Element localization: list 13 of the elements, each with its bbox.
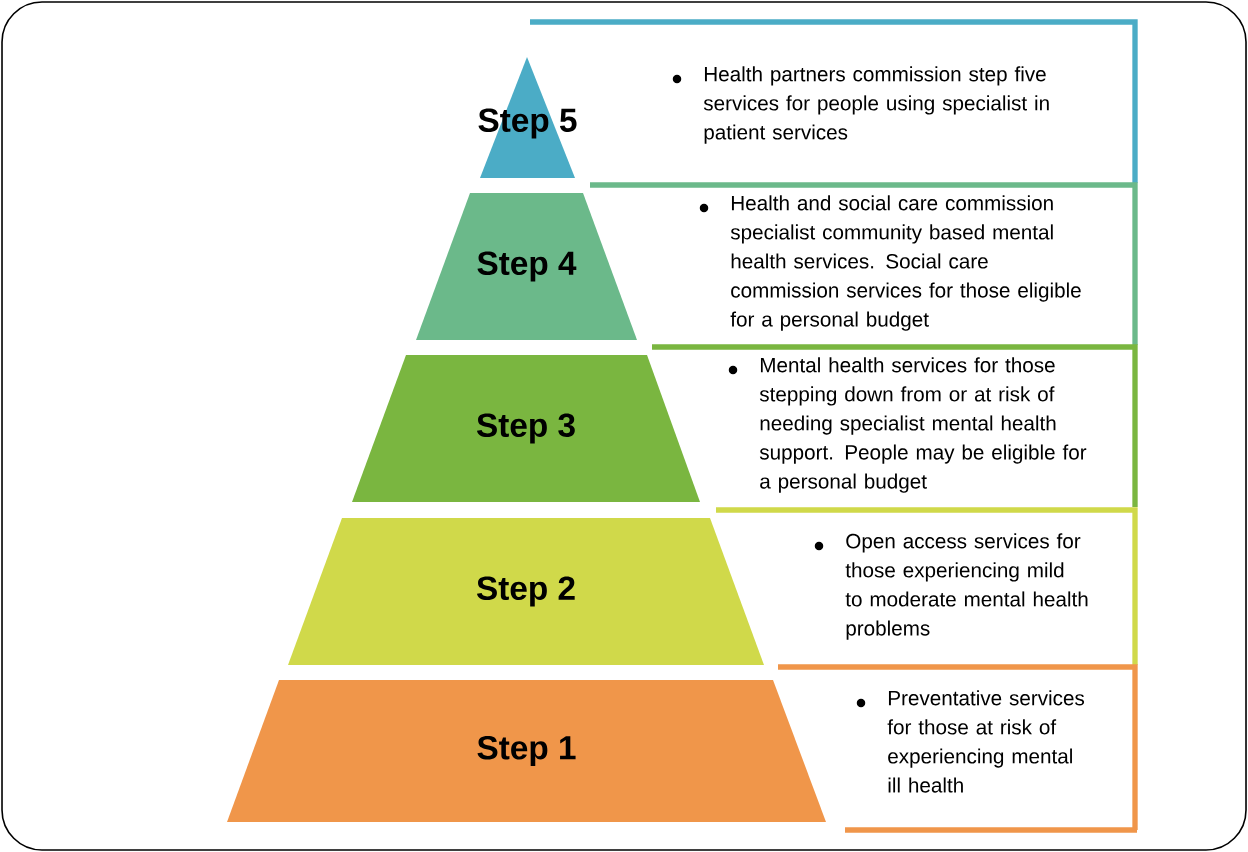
node-label: Open access services for those experiencing mild to moderate mental health problems <box>845 533 1088 640</box>
description-box: Health and social care commission specialist community based mental health services. Social care commission services for those eligible for a personal budget <box>590 182 1138 345</box>
node-label: Health partners commission step five services for people using specialist in patient services <box>703 66 1049 144</box>
description-box: Open access services for those experiencing mild to moderate mental health problems <box>716 507 1138 665</box>
pyramid-level: Step 3 <box>352 355 700 502</box>
pyramid-level: Step 1 <box>227 680 826 822</box>
pyramid-level: Step 4 <box>416 193 637 340</box>
description-box: Mental health services for those stepping down from or at risk of needing specialist mental health support. People may be eligible for a personal budget <box>652 344 1138 507</box>
node-label: Health and social care commission specialist community based mental health services. Social care commission services for those eligible for a personal budget <box>730 195 1081 331</box>
node-label: Mental health services for those stepping down from or at risk of needing specialist mental health support. People may be eligible for a personal budget <box>759 357 1087 493</box>
description-box: Preventative services for those at risk of experiencing mental ill health <box>778 664 1138 833</box>
node-label: Preventative services for those at risk of experiencing mental ill health <box>887 690 1085 793</box>
pyramid-level: Step 2 <box>288 518 764 665</box>
